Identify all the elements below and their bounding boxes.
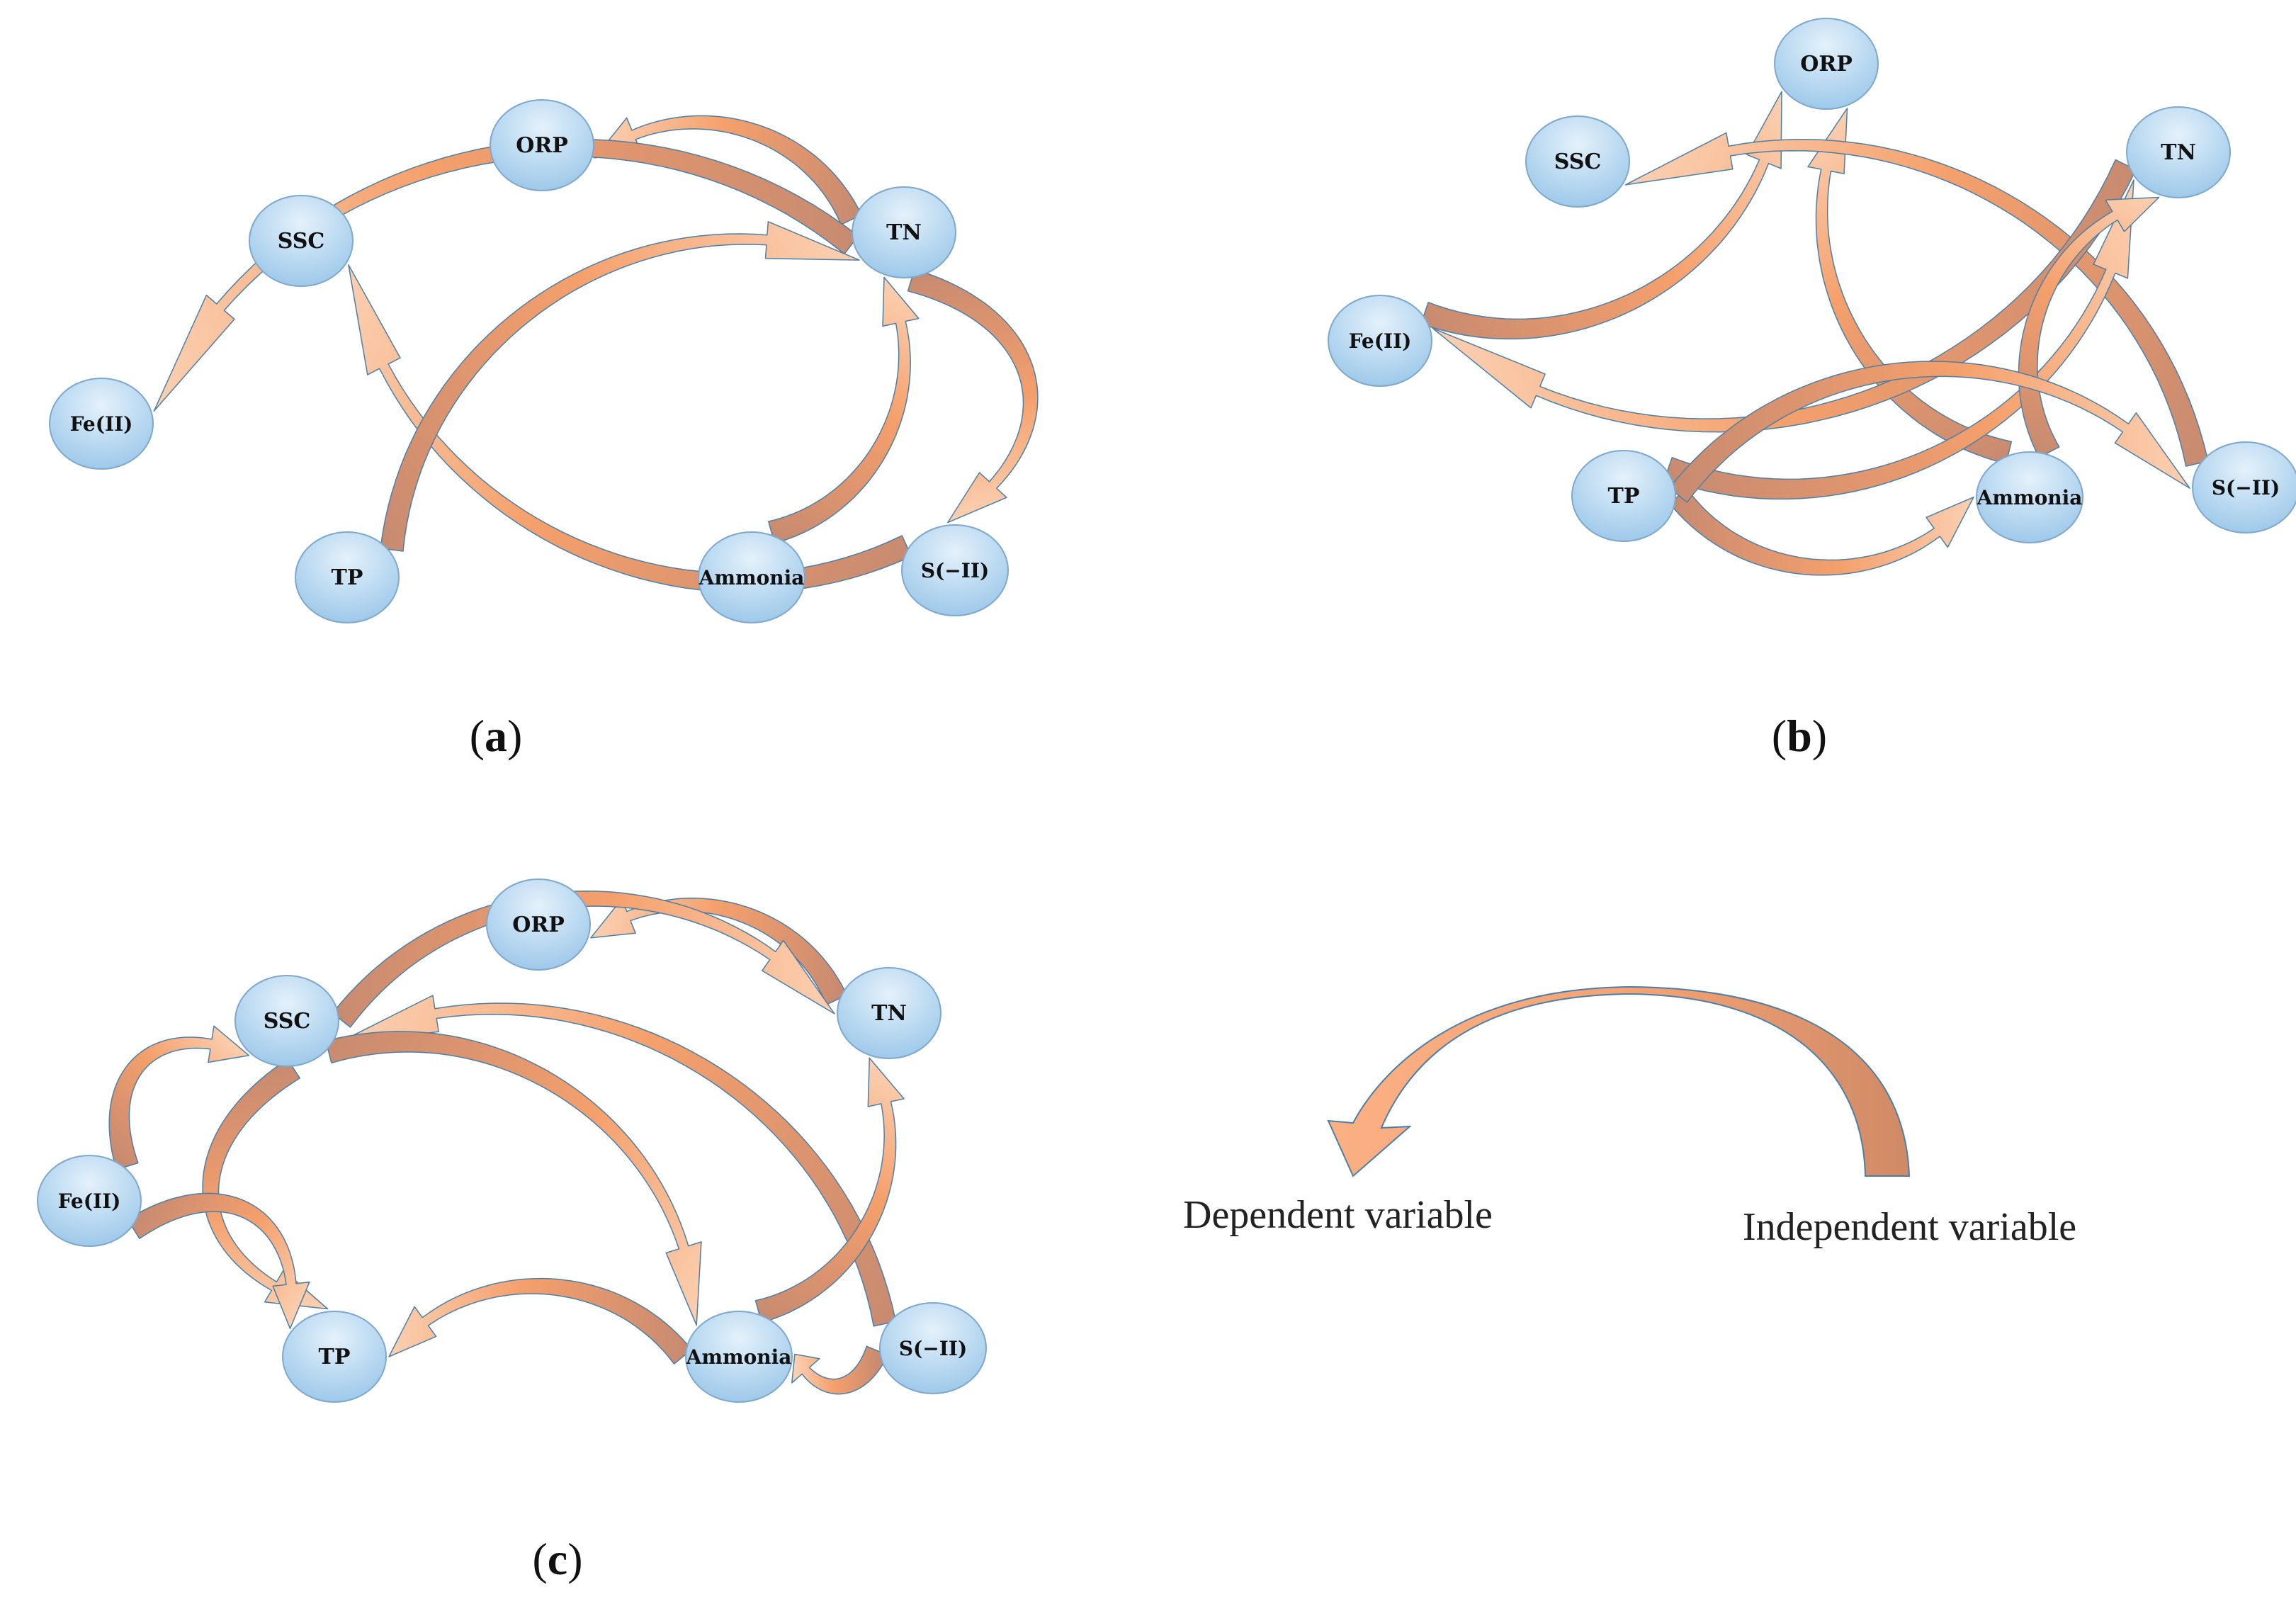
node-a-tn: TN <box>852 186 956 278</box>
node-ellipse <box>698 531 805 623</box>
node-ellipse <box>1976 451 2083 543</box>
node-ellipse <box>901 524 1009 616</box>
node-label: SSC <box>264 1009 311 1034</box>
panel-label-a: (a) <box>470 711 523 761</box>
node-a-tp: TP <box>295 531 400 623</box>
node-b-orp: ORP <box>1774 18 1879 110</box>
arrow-a-ammonia-to-tn <box>768 276 920 544</box>
node-ellipse <box>2192 441 2296 533</box>
node-a-ssc: SSC <box>249 195 354 287</box>
legend-independent-label: Independent variable <box>1743 1205 2076 1249</box>
node-label: S(−II) <box>899 1337 967 1360</box>
node-b-ammonia: Ammonia <box>1976 451 2083 543</box>
node-b-feii: Fe(II) <box>1328 295 1432 387</box>
node-label: ORP <box>516 133 568 158</box>
node-label: TN <box>2161 140 2196 165</box>
node-b-tn: TN <box>2126 106 2231 198</box>
node-label: TN <box>871 1001 907 1026</box>
node-ellipse <box>837 967 941 1059</box>
legend-arrow <box>1327 985 1911 1177</box>
node-ellipse <box>1525 115 1630 208</box>
node-label: ORP <box>512 912 565 937</box>
node-label: TP <box>319 1345 351 1369</box>
node-c-feii: Fe(II) <box>37 1155 142 1247</box>
arrow-c-ssc-to-ammonia <box>325 1031 702 1326</box>
node-ellipse <box>1328 295 1432 387</box>
node-label: TN <box>886 220 922 245</box>
node-label: S(−II) <box>2212 476 2280 499</box>
node-c-tn: TN <box>837 967 941 1059</box>
node-a-feii: Fe(II) <box>49 378 154 470</box>
arrow-c-feii-to-tp <box>127 1192 310 1330</box>
node-label: TP <box>332 565 363 590</box>
arrow-c-ssc-to-tp <box>202 1058 329 1310</box>
arrow-c-ammonia-to-tn <box>754 1057 905 1323</box>
node-b-ssc: SSC <box>1525 115 1630 208</box>
node-ellipse <box>852 186 956 278</box>
arrow-c-tn-to-orp <box>590 898 848 1005</box>
node-ellipse <box>879 1302 987 1394</box>
node-label: Ammonia <box>1977 486 2083 509</box>
node-label: SSC <box>278 229 325 254</box>
node-label: SSC <box>1554 149 1602 174</box>
arrow-a-tn-to-feii <box>153 138 859 412</box>
node-label: S(−II) <box>921 559 989 582</box>
node-label: ORP <box>1800 52 1853 77</box>
node-b-tp: TP <box>1571 450 1676 542</box>
node-a-ammonia: Ammonia <box>698 531 805 623</box>
node-label: TP <box>1608 484 1640 509</box>
node-label: Fe(II) <box>1349 329 1412 353</box>
node-ellipse <box>486 878 591 971</box>
node-label: Ammonia <box>686 1345 792 1369</box>
node-a-s-ii: S(−II) <box>901 524 1009 616</box>
node-c-tp: TP <box>282 1311 387 1403</box>
arrow-b-tp-to-ammonia <box>1668 488 1974 576</box>
node-ellipse <box>1774 18 1879 110</box>
node-label: Fe(II) <box>70 412 133 436</box>
node-c-s-ii: S(−II) <box>879 1302 987 1394</box>
node-c-orp: ORP <box>486 878 591 971</box>
legend-dependent-label: Dependent variable <box>1183 1193 1493 1237</box>
arrow-c-ssc-to-tn <box>332 890 835 1028</box>
node-c-ssc: SSC <box>234 975 339 1067</box>
node-ellipse <box>249 195 354 287</box>
node-b-s-ii: S(−II) <box>2192 441 2296 533</box>
panel-label-c: (c) <box>532 1534 582 1584</box>
arrow-b-feii-to-orp <box>1420 91 1782 340</box>
node-label: Ammonia <box>699 566 805 589</box>
arrow-c-ammonia-to-tp <box>388 1277 693 1364</box>
arrow-a-tn-to-s-ii <box>907 269 1039 524</box>
node-ellipse <box>234 975 339 1067</box>
legend: Dependent variable Independent variable <box>1183 985 2076 1249</box>
node-c-ammonia: Ammonia <box>685 1311 793 1403</box>
arrow-a-tp-to-tn <box>380 221 860 552</box>
arrow-c-s-ii-to-ammonia <box>791 1345 888 1395</box>
arrow-c-feii-to-ssc <box>108 1025 250 1170</box>
panel-label-b: (b) <box>1772 711 1827 761</box>
edges-layer <box>108 91 2209 1395</box>
node-ellipse <box>685 1311 793 1403</box>
node-label: Fe(II) <box>58 1190 121 1213</box>
node-ellipse <box>282 1311 387 1403</box>
node-ellipse <box>295 531 400 623</box>
node-ellipse <box>49 378 154 470</box>
arrow-b-ammonia-to-tn <box>2018 196 2160 458</box>
node-ellipse <box>490 99 594 191</box>
arrow-b-tp-to-s-ii <box>1668 361 2190 503</box>
node-ellipse <box>2126 106 2231 198</box>
node-a-orp: ORP <box>490 99 594 191</box>
node-ellipse <box>37 1155 142 1247</box>
node-ellipse <box>1571 450 1676 542</box>
